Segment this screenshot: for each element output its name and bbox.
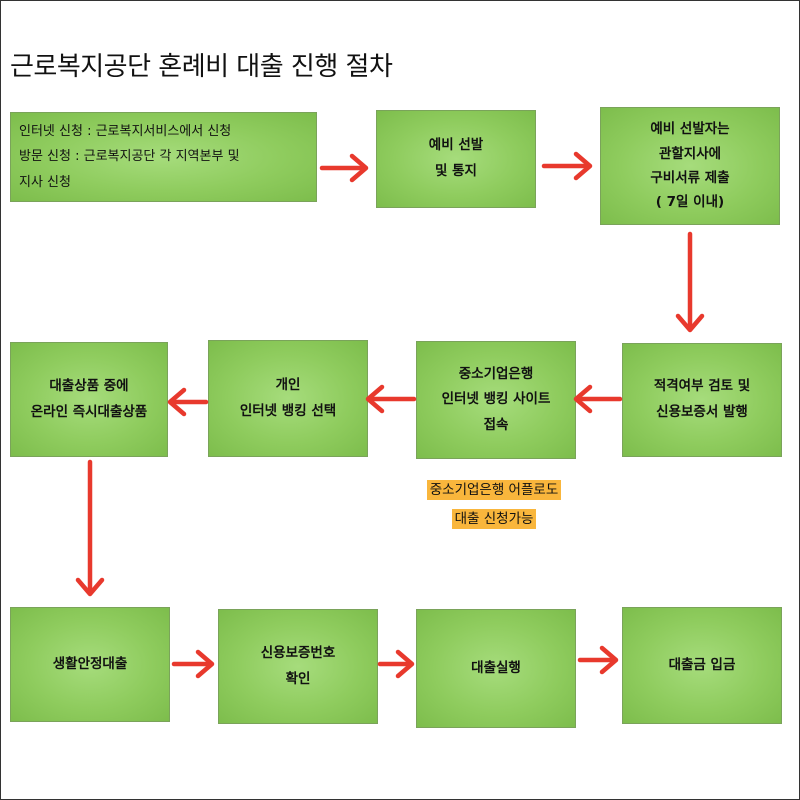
step-guarantee-check: 신용보증번호 확인 <box>218 609 378 724</box>
step-personal-banking: 개인 인터넷 뱅킹 선택 <box>208 340 368 457</box>
step-review: 적격여부 검토 및 신용보증서 발행 <box>622 343 782 457</box>
arrow-right-icon <box>541 151 593 181</box>
step-bank-site-line: 인터넷 뱅킹 사이트 <box>441 391 551 408</box>
step-execution: 대출실행 <box>416 609 576 728</box>
step-submit-docs-line: 구비서류 제출 <box>650 170 730 186</box>
arrow-left-icon <box>573 384 623 414</box>
step-preselect-line: 및 통지 <box>435 163 477 179</box>
step-submit-docs-line: 예비 선발자는 <box>650 121 730 138</box>
arrow-right-icon <box>171 649 215 679</box>
note-app-apply: 중소기업은행 어플로도 대출 신청가능 <box>408 476 580 534</box>
step-living-loan: 생활안정대출 <box>10 607 170 722</box>
step-deposit-line: 대출금 입금 <box>668 656 736 673</box>
step-deposit: 대출금 입금 <box>622 607 782 724</box>
step-personal-banking-line: 개인 <box>275 376 301 393</box>
arrow-right-icon <box>377 649 415 679</box>
step-apply-line: 지사 신청 <box>19 174 71 190</box>
step-bank-site-line: 중소기업은행 <box>458 365 534 382</box>
step-loan-product: 대출상품 중에 온라인 즉시대출상품 <box>10 342 168 457</box>
arrow-down-icon <box>75 459 105 597</box>
step-apply: 인터넷 신청 : 근로복지서비스에서 신청 방문 신청 : 근로복지공단 각 지… <box>10 112 317 202</box>
note-line: 중소기업은행 어플로도 <box>426 480 562 500</box>
step-personal-banking-line: 인터넷 뱅킹 선택 <box>239 402 337 419</box>
step-apply-line: 방문 신청 : 근로복지공단 각 지역본부 및 <box>19 149 240 165</box>
step-loan-product-line: 온라인 즉시대출상품 <box>30 403 148 420</box>
step-apply-line: 인터넷 신청 : 근로복지서비스에서 신청 <box>19 123 232 139</box>
step-preselect-line: 예비 선발 <box>428 137 484 154</box>
step-bank-site-line: 접속 <box>483 416 509 433</box>
step-loan-product-line: 대출상품 중에 <box>49 377 129 394</box>
step-preselect: 예비 선발 및 통지 <box>376 110 536 208</box>
arrow-left-icon <box>167 387 209 417</box>
arrow-left-icon <box>365 384 417 414</box>
step-submit-docs-line: 관할지사에 <box>658 145 722 162</box>
arrow-right-icon <box>319 153 369 183</box>
step-review-line: 적격여부 검토 및 <box>653 378 751 395</box>
note-line: 대출 신청가능 <box>451 509 537 529</box>
arrow-right-icon <box>577 645 619 675</box>
step-living-loan-line: 생활안정대출 <box>52 655 128 672</box>
step-submit-docs: 예비 선발자는 관할지사에 구비서류 제출 ( 7일 이내) <box>600 107 780 225</box>
step-execution-line: 대출실행 <box>471 659 521 676</box>
step-guarantee-check-line: 신용보증번호 <box>260 644 336 661</box>
step-submit-docs-line: ( 7일 이내) <box>655 194 725 211</box>
step-bank-site: 중소기업은행 인터넷 뱅킹 사이트 접속 <box>416 341 576 459</box>
page-title: 근로복지공단 혼례비 대출 진행 절차 <box>10 52 393 82</box>
arrow-down-icon <box>675 231 705 333</box>
step-review-line: 신용보증서 발행 <box>656 404 748 420</box>
step-guarantee-check-line: 확인 <box>285 670 311 687</box>
